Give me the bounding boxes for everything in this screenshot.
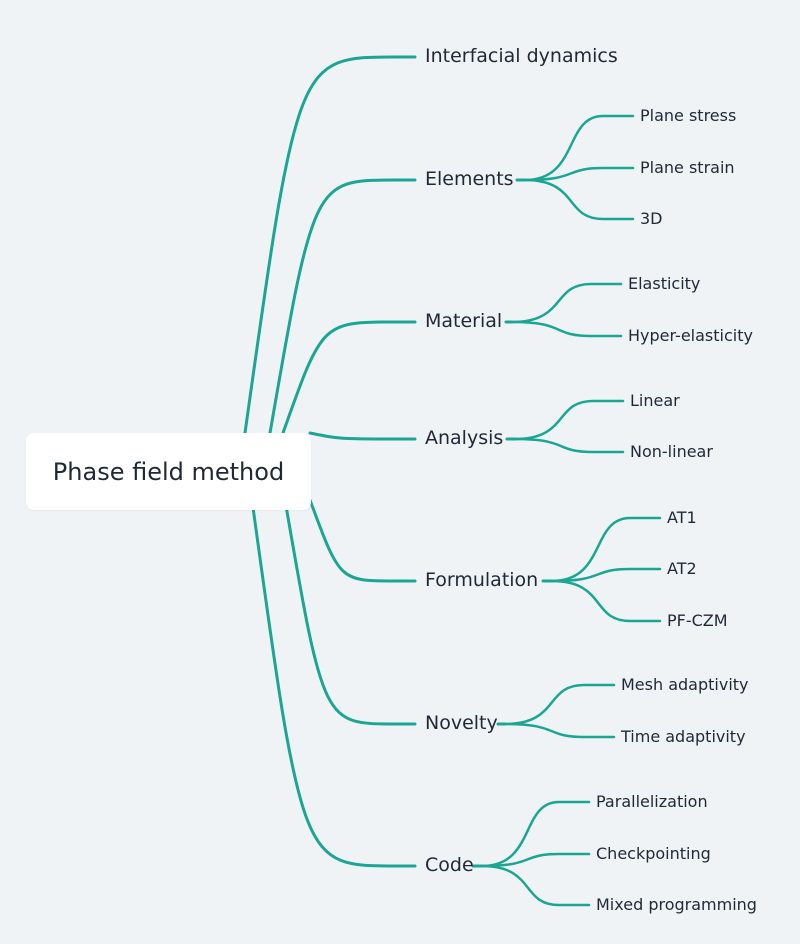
- connector-6-0: [480, 800, 591, 868]
- leaf-label-pf-czm[interactable]: PF-CZM: [667, 611, 728, 630]
- connector-root-to-0: [243, 55, 417, 435]
- connector-1-1: [523, 166, 635, 182]
- leaf-label-plane-strain[interactable]: Plane strain: [640, 158, 735, 177]
- leaf-label-plane-stress[interactable]: Plane stress: [640, 106, 737, 125]
- leaf-label-mixed-programming[interactable]: Mixed programming: [596, 895, 757, 914]
- branch-label-formulation[interactable]: Formulation: [425, 569, 539, 591]
- leaf-label-at2[interactable]: AT2: [667, 559, 697, 578]
- connector-root-to-3: [308, 431, 417, 441]
- connector-1-2: [523, 178, 635, 221]
- connector-3-1: [513, 437, 625, 454]
- leaf-label-at1[interactable]: AT1: [667, 508, 697, 527]
- leaf-label-time-adaptivity[interactable]: Time adaptivity: [621, 727, 746, 746]
- connector-4-2: [550, 579, 662, 623]
- branch-label-interfacial-dynamics[interactable]: Interfacial dynamics: [425, 45, 618, 67]
- branch-label-code[interactable]: Code: [425, 854, 474, 876]
- connector-5-1: [503, 722, 616, 739]
- branch-label-analysis[interactable]: Analysis: [425, 427, 504, 449]
- leaf-label-hyper-elasticity[interactable]: Hyper-elasticity: [628, 326, 753, 345]
- connector-root-to-4: [308, 498, 417, 583]
- connector-root-to-1: [268, 178, 417, 435]
- connector-6-1: [480, 852, 591, 868]
- root-node[interactable]: Phase field method: [26, 433, 311, 510]
- branch-label-novelty[interactable]: Novelty: [425, 712, 498, 734]
- connector-root-to-6: [250, 498, 417, 868]
- leaf-label-elasticity[interactable]: Elasticity: [628, 274, 701, 293]
- leaf-label-mesh-adaptivity[interactable]: Mesh adaptivity: [621, 675, 749, 694]
- connector-root-to-2: [281, 320, 417, 435]
- connector-2-0: [510, 282, 623, 324]
- connector-4-0: [550, 516, 662, 583]
- root-node-label: Phase field method: [52, 457, 285, 486]
- leaf-label-parallelization[interactable]: Parallelization: [596, 792, 708, 811]
- connector-6-2: [480, 864, 591, 907]
- branch-label-material[interactable]: Material: [425, 310, 503, 332]
- connector-3-0: [513, 399, 625, 441]
- leaf-label-checkpointing[interactable]: Checkpointing: [596, 844, 711, 863]
- connector-2-1: [510, 320, 623, 338]
- connector-4-1: [550, 567, 662, 583]
- connector-5-0: [503, 683, 616, 726]
- connector-1-0: [523, 114, 635, 182]
- connector-root-to-5: [283, 498, 417, 726]
- leaf-label-3d[interactable]: 3D: [640, 209, 663, 228]
- leaf-label-non-linear[interactable]: Non-linear: [630, 442, 713, 461]
- leaf-label-linear[interactable]: Linear: [630, 391, 680, 410]
- branch-label-elements[interactable]: Elements: [425, 168, 514, 190]
